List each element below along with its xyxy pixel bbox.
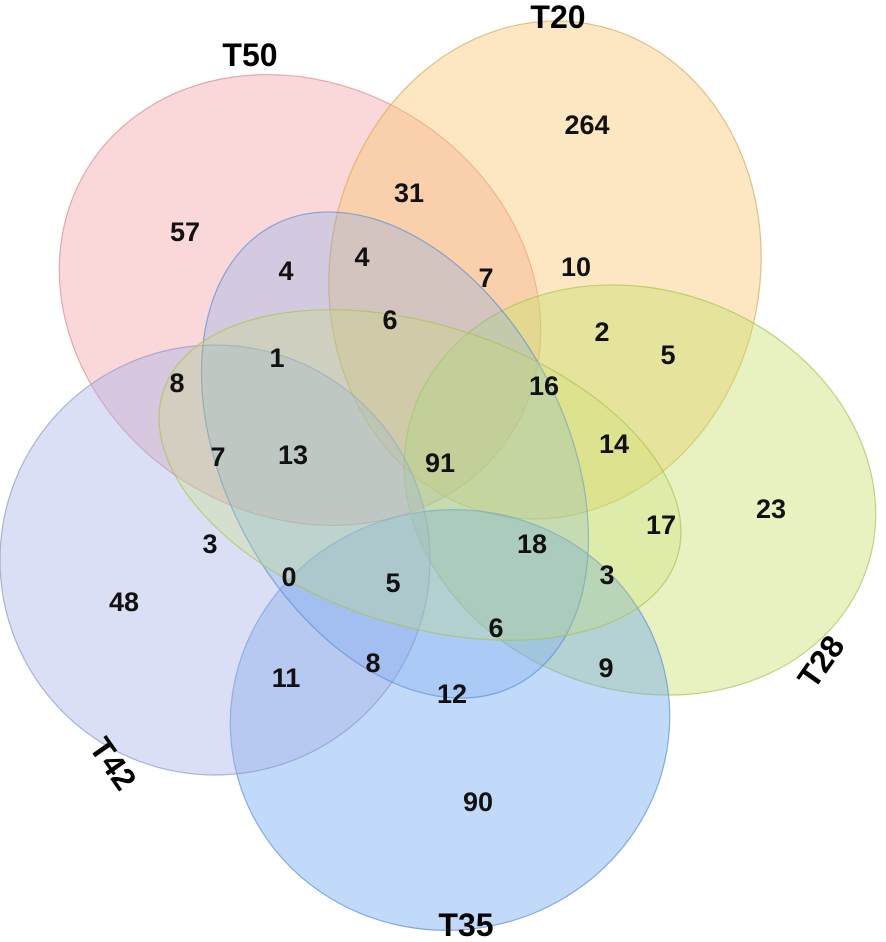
region-count: 7 — [210, 442, 225, 472]
set-shape-t28-inner — [158, 309, 682, 641]
region-count: 4 — [354, 242, 369, 272]
region-count: 6 — [382, 305, 397, 335]
set-shape-t42 — [0, 344, 431, 776]
set-label-t35: T35 — [438, 907, 493, 942]
region-count: 11 — [272, 663, 301, 693]
region-count: 7 — [478, 263, 493, 293]
region-count: 18 — [517, 529, 547, 559]
region-count: 57 — [170, 217, 200, 247]
region-count: 2 — [594, 317, 609, 347]
set-shape-t35 — [229, 509, 671, 931]
region-count: 90 — [463, 787, 493, 817]
region-count: 6 — [488, 613, 503, 643]
region-count: 12 — [437, 679, 467, 709]
region-count: 1 — [269, 343, 284, 373]
set-label-t50: T50 — [222, 37, 277, 73]
set-shape-t50 — [58, 74, 542, 526]
set-shape-t20 — [328, 20, 762, 520]
region-count: 10 — [561, 252, 591, 282]
region-count: 23 — [756, 494, 786, 524]
region-count: 31 — [394, 178, 424, 208]
region-counts: 264 57 23 48 90 31 4 4 7 10 6 2 5 1 8 16… — [109, 110, 786, 817]
region-count: 48 — [109, 587, 139, 617]
region-count: 5 — [660, 340, 675, 370]
region-count: 264 — [564, 110, 609, 140]
set-shape-t28 — [403, 284, 877, 696]
set-label-t20: T20 — [530, 0, 585, 35]
region-count: 8 — [169, 368, 184, 398]
region-count: 4 — [278, 256, 293, 286]
region-count: 0 — [281, 562, 296, 592]
region-count: 16 — [529, 371, 559, 401]
region-count: 13 — [278, 440, 308, 470]
set-shape-t35-inner — [200, 211, 590, 699]
region-count: 91 — [425, 448, 455, 478]
region-count: 8 — [365, 648, 380, 678]
region-count: 5 — [385, 568, 400, 598]
region-count: 17 — [646, 510, 676, 540]
region-count: 14 — [599, 429, 629, 459]
region-count: 9 — [598, 653, 613, 683]
region-count: 3 — [202, 529, 217, 559]
region-count: 3 — [599, 560, 614, 590]
